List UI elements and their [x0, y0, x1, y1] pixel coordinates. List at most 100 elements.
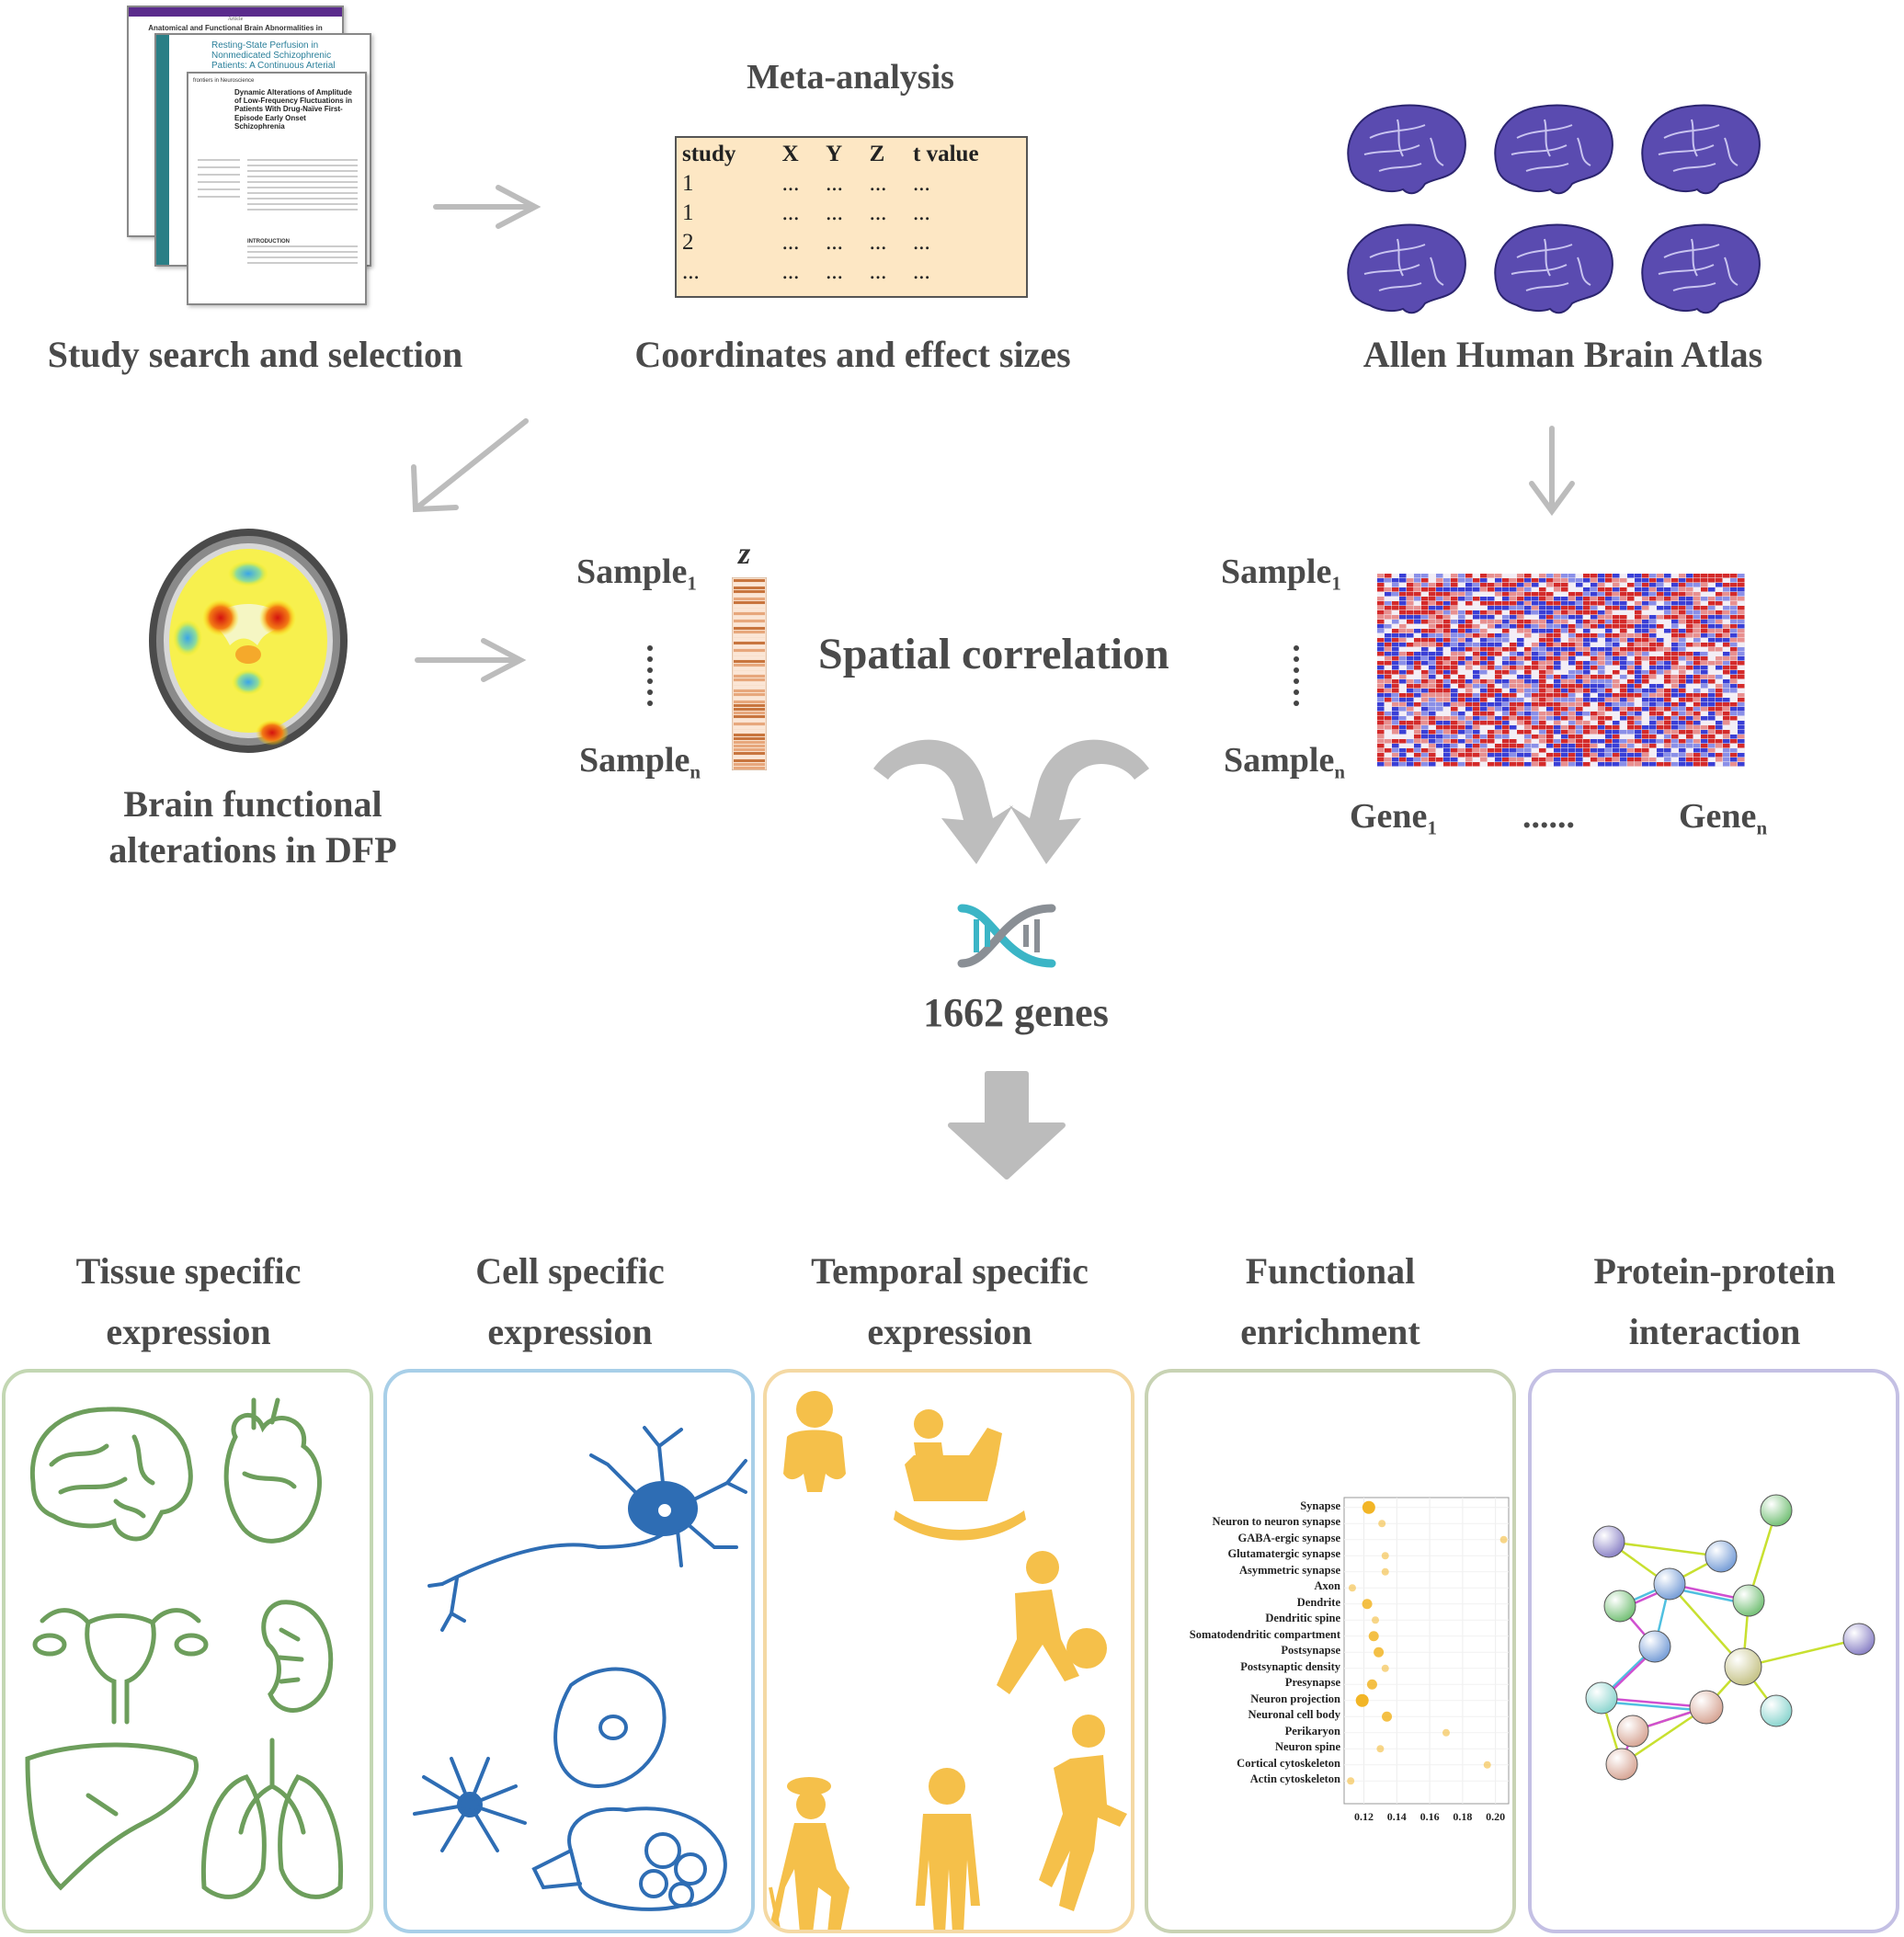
heatmap-cell: [1473, 730, 1480, 735]
heatmap-cell: [1480, 652, 1488, 656]
heatmap-cell: [1502, 661, 1510, 666]
heatmap-cell: [1649, 643, 1657, 647]
heatmap-cell: [1723, 578, 1730, 583]
heatmap-cell: [1458, 606, 1465, 610]
heatmap-cell: [1488, 670, 1495, 675]
heatmap-cell: [1414, 721, 1421, 725]
heatmap-cell: [1679, 624, 1686, 629]
heatmap-cell: [1480, 712, 1488, 716]
heatmap-cell: [1510, 693, 1517, 698]
table-cell: 1: [682, 200, 694, 225]
heatmap-cell: [1392, 652, 1399, 656]
heatmap-cell: [1708, 712, 1716, 716]
heatmap-cell: [1546, 758, 1554, 762]
heatmap-cell: [1414, 606, 1421, 610]
heatmap-cell: [1451, 643, 1458, 647]
table-row: ...............: [677, 257, 1026, 287]
heatmap-cell: [1451, 712, 1458, 716]
heatmap-cell: [1532, 725, 1539, 730]
heatmap-cell: [1693, 684, 1701, 689]
heatmap-cell: [1701, 601, 1708, 606]
heatmap-cell: [1730, 693, 1738, 698]
heatmap-cell: [1539, 721, 1546, 725]
heatmap-cell: [1613, 762, 1620, 767]
enrichment-point: [1381, 1567, 1389, 1576]
heatmap-cell: [1502, 762, 1510, 767]
heatmap-cell: [1561, 735, 1568, 739]
heatmap-cell: [1399, 661, 1407, 666]
heatmap-cell: [1546, 684, 1554, 689]
heatmap-cell: [1590, 606, 1598, 610]
heatmap-cell: [1701, 587, 1708, 592]
heatmap-cell: [1590, 601, 1598, 606]
heatmap-cell: [1738, 693, 1745, 698]
heatmap-cell: [1458, 739, 1465, 744]
heatmap-cell: [1392, 670, 1399, 675]
heatmap-cell: [1488, 675, 1495, 679]
heatmap-cell: [1635, 638, 1642, 643]
heatmap-cell: [1414, 643, 1421, 647]
heatmap-cell: [1657, 735, 1664, 739]
heatmap-cell: [1561, 721, 1568, 725]
heatmap-cell: [1554, 684, 1561, 689]
heatmap-cell: [1473, 735, 1480, 739]
heatmap-cell: [1502, 758, 1510, 762]
heatmap-cell: [1421, 670, 1429, 675]
heatmap-cell: [1546, 721, 1554, 725]
heatmap-cell: [1495, 739, 1502, 744]
heatmap-cell: [1649, 620, 1657, 624]
heatmap-cell: [1510, 620, 1517, 624]
heatmap-cell: [1392, 735, 1399, 739]
heatmap-cell: [1539, 712, 1546, 716]
heatmap-cell: [1679, 620, 1686, 624]
heatmap-cell: [1598, 583, 1605, 587]
heatmap-cell: [1679, 725, 1686, 730]
heatmap-cell: [1502, 633, 1510, 638]
heatmap-cell: [1510, 656, 1517, 661]
heatmap-cell: [1613, 620, 1620, 624]
heatmap-cell: [1620, 574, 1627, 578]
heatmap-cell: [1620, 601, 1627, 606]
table-cell: ...: [869, 200, 887, 225]
heatmap-cell: [1576, 597, 1583, 601]
heatmap-cell: [1605, 592, 1613, 597]
heatmap-cell: [1473, 675, 1480, 679]
heatmap-cell: [1546, 578, 1554, 583]
heatmap-cell: [1502, 666, 1510, 670]
heatmap-cell: [1686, 684, 1693, 689]
heatmap-cell: [1443, 716, 1451, 721]
heatmap-cell: [1458, 679, 1465, 684]
heatmap-cell: [1517, 592, 1524, 597]
heatmap-cell: [1723, 610, 1730, 615]
heatmap-cell: [1613, 592, 1620, 597]
heatmap-cell: [1576, 716, 1583, 721]
heatmap-cell: [1407, 739, 1414, 744]
heatmap-cell: [1451, 739, 1458, 744]
heatmap-cell: [1590, 689, 1598, 693]
z-stripe: [734, 660, 765, 663]
heatmap-cell: [1613, 652, 1620, 656]
heatmap-cell: [1407, 587, 1414, 592]
heatmap-cell: [1561, 707, 1568, 712]
heatmap-cell: [1392, 675, 1399, 679]
heatmap-cell: [1465, 652, 1473, 656]
heatmap-cell: [1583, 679, 1590, 684]
heatmap-cell: [1701, 712, 1708, 716]
heatmap-cell: [1443, 574, 1451, 578]
heatmap-cell: [1635, 606, 1642, 610]
heatmap-cell: [1436, 615, 1443, 620]
heatmap-cell: [1642, 610, 1649, 615]
heatmap-cell: [1502, 702, 1510, 707]
heatmap-cell: [1561, 739, 1568, 744]
heatmap-cell: [1465, 753, 1473, 758]
heatmap-cell: [1377, 712, 1385, 716]
heatmap-cell: [1517, 670, 1524, 675]
heatmap-cell: [1649, 592, 1657, 597]
heatmap-cell: [1458, 583, 1465, 587]
heatmap-cell: [1657, 725, 1664, 730]
heatmap-cell: [1649, 712, 1657, 716]
heatmap-cell: [1657, 583, 1664, 587]
heatmap-cell: [1620, 578, 1627, 583]
heatmap-cell: [1407, 652, 1414, 656]
